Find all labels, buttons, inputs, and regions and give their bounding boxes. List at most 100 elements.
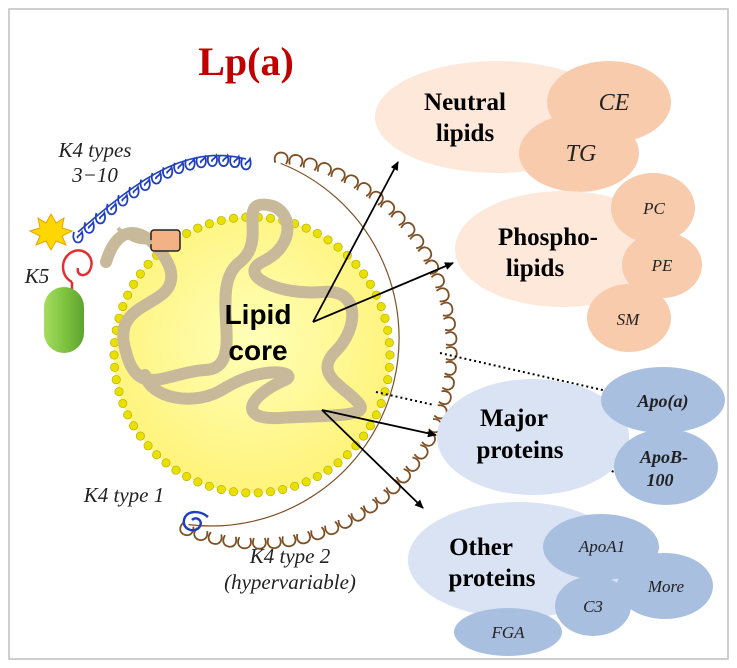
phospholipid-head [182, 228, 192, 238]
k4-type-1-domain [182, 510, 209, 532]
major-proteins-label-2: proteins [476, 437, 563, 464]
phospholipid-head [193, 477, 203, 487]
phospholipid-head [323, 235, 333, 245]
apob-label-2: 100 [647, 470, 674, 490]
phospholipid-head [241, 488, 251, 498]
kringle-loop [310, 526, 326, 541]
kringle-loop [316, 162, 332, 177]
figure-border [8, 8, 729, 660]
phospholipid-head [266, 213, 276, 223]
phospholipid-head [152, 450, 162, 460]
more-bubble [617, 553, 713, 619]
neutral-lipids-label-2: lipids [436, 120, 495, 147]
phospholipid-head [384, 338, 394, 348]
other-proteins-label-1: Other [449, 534, 513, 561]
phospholipid-head [351, 259, 361, 269]
fga-bubble [454, 608, 562, 656]
k4-types-3-10-label-1: K4 types [58, 138, 132, 162]
phospholipid-head [385, 350, 395, 360]
kringle-loop [438, 390, 452, 405]
arrow-to-phospholipids [312, 262, 454, 323]
apoa-label: Apo(a) [637, 391, 689, 412]
major-proteins-group: Major proteins Apo(a) ApoB- 100 [437, 367, 725, 505]
kringle-loop-blue [117, 192, 129, 207]
kringle-loop-blue [106, 201, 118, 216]
kringle-loop [441, 375, 455, 391]
k4-type-2-label-2: (hypervariable) [224, 570, 356, 594]
disulfide-link [150, 229, 181, 252]
phospholipid-head [278, 485, 288, 495]
tg-label: TG [566, 141, 597, 167]
phospholipid-head [193, 223, 203, 233]
kringle-loop [390, 210, 406, 227]
phospholipid-head [143, 259, 153, 269]
kringle-backbone [188, 162, 400, 527]
phospholipid-head [110, 362, 120, 372]
phospholipid-head [383, 325, 393, 335]
phospholipid-head [123, 290, 133, 300]
more-label: More [647, 577, 685, 596]
phospholipid-head [266, 487, 276, 497]
phospholipids-label-1: Phospho- [498, 224, 598, 251]
kringle-loop [379, 200, 396, 216]
kringle-loop [385, 479, 401, 495]
sm-bubble [587, 284, 671, 352]
phospholipids-label-2: lipids [506, 255, 565, 282]
phospholipid-head [228, 487, 238, 497]
phospholipid-head [365, 279, 375, 289]
pc-label: PC [642, 199, 665, 218]
c3-bubble [555, 576, 631, 636]
phospholipid-head [290, 481, 300, 491]
phospholipid-head [114, 387, 124, 397]
phospholipids-group: Phospho- lipids PC PE SM [455, 173, 702, 352]
kringle-loop [400, 221, 416, 238]
pe-label: PE [651, 256, 673, 275]
phospholipid-head [359, 269, 369, 279]
apoa-linker [116, 226, 153, 245]
kringle-loop [343, 174, 359, 190]
lipid-core-label-1: Lipid [225, 299, 292, 330]
arrow-to-other-proteins [321, 409, 424, 509]
kringle-loop-blue [218, 153, 230, 167]
kringle-loop [362, 498, 379, 514]
kringle-loop-blue [162, 164, 174, 179]
lipid-core [114, 217, 390, 493]
kringle-loop [445, 346, 458, 361]
kringle-loop-blue [184, 156, 196, 171]
tg-bubble [519, 114, 639, 192]
kringle-loop [350, 506, 366, 522]
phospholipid-head [204, 219, 214, 229]
phospholipid-head [323, 465, 333, 475]
apo-a-kringle-ring [179, 151, 458, 550]
phospholipid-head [118, 302, 128, 312]
kringle-loop [273, 151, 289, 165]
phospholipid-head [333, 458, 343, 468]
kringle-blue-backbone [77, 154, 247, 233]
phospholipid-head [216, 215, 226, 225]
phospholipid-head [383, 375, 393, 385]
kringle-loop-blue [72, 229, 84, 244]
kringle-loop [395, 468, 411, 484]
apob-100-strand [100, 198, 367, 425]
major-proteins-label-1: Major [480, 405, 548, 432]
kringle-loop-blue [240, 156, 252, 171]
ce-label: CE [599, 90, 630, 116]
phospholipid-head [129, 421, 139, 431]
kringle-loop [430, 273, 445, 289]
other-proteins-group: Other proteins ApoA1 More C3 FGA [408, 502, 713, 656]
phospholipid-head [143, 441, 153, 451]
kringle-loop-blue [83, 219, 95, 234]
kiv10-binding-star-icon [28, 212, 74, 252]
phospholipid-head [376, 302, 386, 312]
kringle-loop-blue [173, 160, 185, 175]
phospholipid-head [380, 387, 390, 397]
kringle-loop-blue [195, 154, 207, 169]
kringle-loop [444, 331, 458, 346]
kringle-loop [237, 536, 252, 550]
k4-type-2-label-1: K4 type 2 [249, 544, 331, 568]
phospholipid-head [380, 313, 390, 323]
kringle-loop [222, 534, 238, 548]
phospholipid-head [129, 279, 139, 289]
phospholipid-head [109, 350, 119, 360]
